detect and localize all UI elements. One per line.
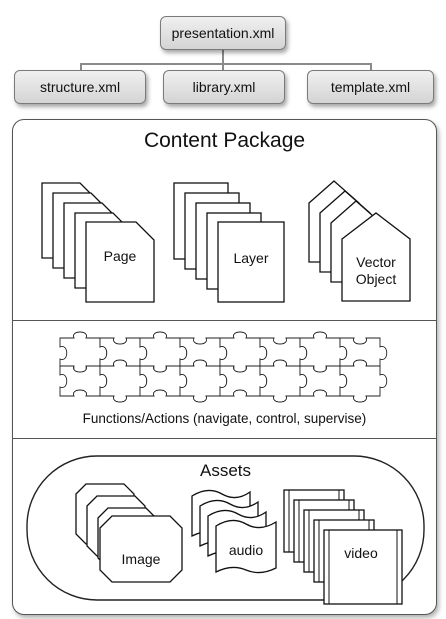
library-xml-label: library.xml xyxy=(192,79,256,95)
image-label: Image xyxy=(121,551,161,567)
connector-structure xyxy=(80,63,82,71)
vector-object-label-line2: Object xyxy=(355,271,397,287)
video-frame xyxy=(323,529,403,605)
puzzle-pieces-icon xyxy=(59,331,388,403)
structure-xml-label: structure.xml xyxy=(39,79,121,95)
content-package-title: Content Package xyxy=(143,129,306,152)
video-label: video xyxy=(344,545,378,561)
audio-label: audio xyxy=(228,542,264,558)
divider-items-functions xyxy=(12,320,437,321)
vector-object-label-line1: Vector xyxy=(356,254,396,270)
page-label: Page xyxy=(103,248,137,264)
vector-object-stack-icon xyxy=(308,180,411,302)
video-stack-icon xyxy=(283,489,403,605)
puzzle-piece-bottom xyxy=(339,359,388,403)
layer-stack-icon xyxy=(173,182,285,303)
page-stack-icon xyxy=(41,182,155,303)
audio-stack-icon xyxy=(191,489,277,574)
functions-actions-label: Functions/Actions (navigate, control, su… xyxy=(82,411,367,426)
divider-functions-assets xyxy=(12,438,437,439)
presentation-xml-box: presentation.xml xyxy=(160,16,286,50)
connector-horizontal xyxy=(80,63,370,65)
connector-presentation-down xyxy=(222,50,224,64)
connector-template xyxy=(370,63,372,71)
library-xml-box: library.xml xyxy=(163,70,285,104)
structure-xml-box: structure.xml xyxy=(14,70,146,104)
layer-label: Layer xyxy=(233,250,269,266)
presentation-xml-label: presentation.xml xyxy=(171,25,275,41)
assets-title: Assets xyxy=(199,461,252,480)
template-xml-box: template.xml xyxy=(307,70,434,104)
connector-library xyxy=(222,63,224,71)
template-xml-label: template.xml xyxy=(330,79,411,95)
image-stack-icon xyxy=(75,483,183,583)
